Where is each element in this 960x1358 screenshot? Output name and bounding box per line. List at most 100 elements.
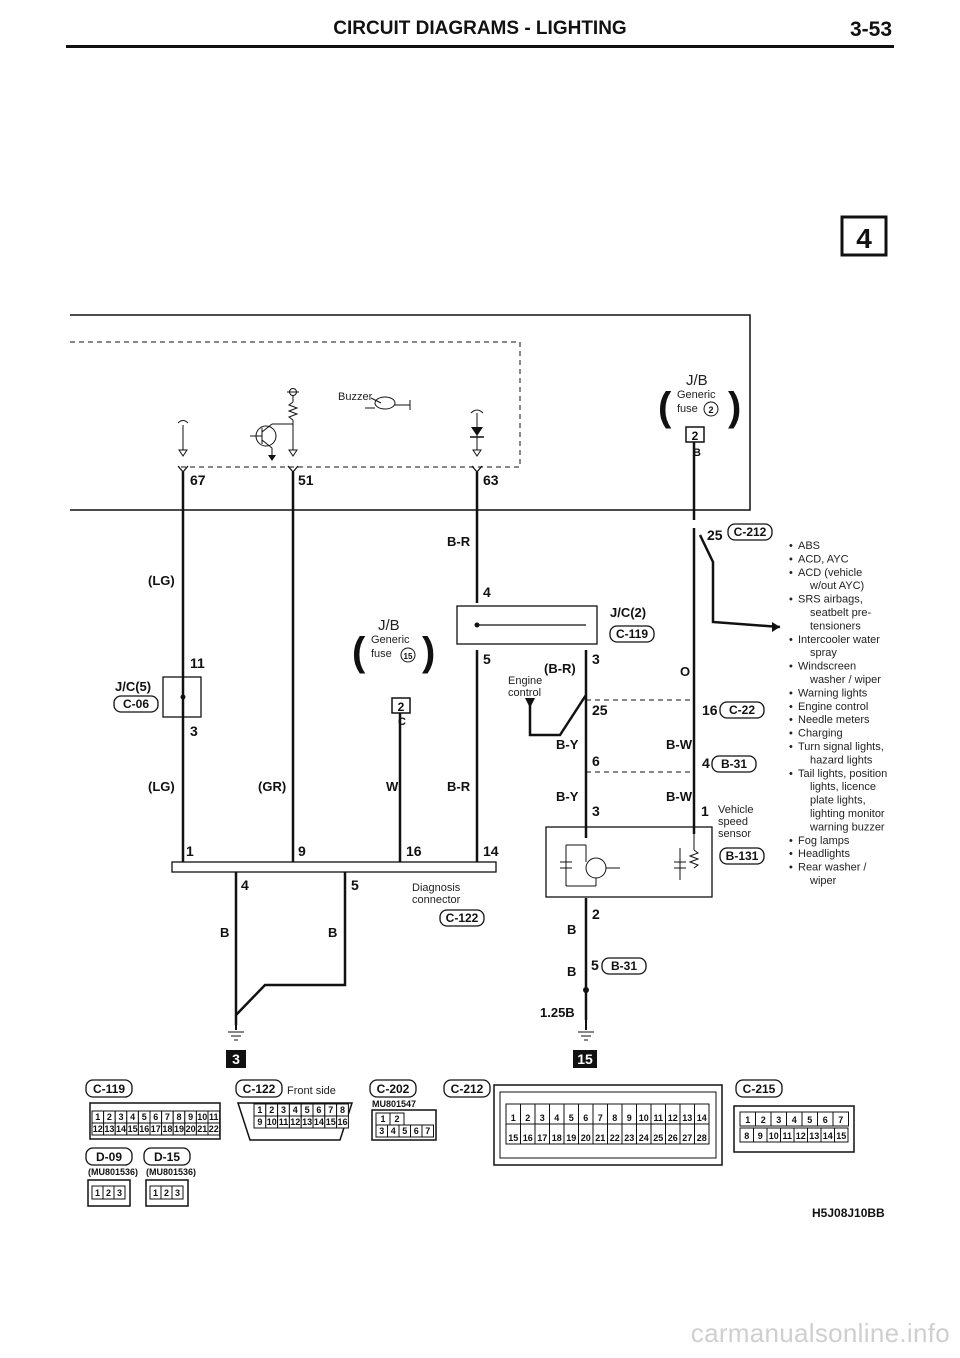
jc5-pin-top: 11 <box>190 655 205 671</box>
diagnosis-code-box <box>439 909 485 927</box>
section-badge: 4 <box>856 223 872 254</box>
connector-pin: 21 <box>595 1133 605 1143</box>
ground-icon-left <box>228 1031 244 1041</box>
c119-view-code: C-119 <box>93 1082 125 1096</box>
connector-pin: 9 <box>627 1113 632 1123</box>
buzzer-icon <box>365 396 411 410</box>
section-badge-box <box>840 215 888 257</box>
jb-mid-title: J/B <box>378 617 400 634</box>
meter-left-terminal <box>177 420 189 457</box>
connector-pin: 2 <box>394 1114 399 1124</box>
vss-box <box>545 826 713 898</box>
connector-pin: 13 <box>682 1113 692 1123</box>
connector-pin: 23 <box>624 1133 634 1143</box>
connector-pin: 7 <box>598 1113 603 1123</box>
connector-pin: 15 <box>836 1131 846 1141</box>
connector-pin: 22 <box>610 1133 620 1143</box>
jb-top-paren-left: ( <box>658 385 672 429</box>
c202-view-code-box <box>369 1079 417 1098</box>
wire-lg-top: (LG) <box>148 573 175 588</box>
legend-text: washer / wiper <box>809 674 881 686</box>
connector-pin: 10 <box>267 1117 277 1127</box>
jb-top-fuse-circle <box>703 401 719 417</box>
connector-pin: 27 <box>682 1133 692 1143</box>
legend-text: Windscreen <box>798 661 856 673</box>
connector-pin: 12 <box>796 1131 806 1141</box>
c22-code: C-22 <box>729 703 755 717</box>
connector-pin: 5 <box>807 1115 812 1125</box>
connector-pin: 8 <box>340 1105 345 1115</box>
connector-cell <box>694 1123 710 1145</box>
legend-text: Charging <box>798 728 843 740</box>
legend-text: w/out AYC) <box>809 580 864 592</box>
wire-by-2: B-Y <box>556 789 579 804</box>
engine-control-line2: control <box>508 687 541 699</box>
c212-code-box <box>727 523 773 541</box>
d15-view-code: D-15 <box>154 1150 180 1164</box>
jb-top-title: J/B <box>686 372 708 389</box>
diag-pin-5: 5 <box>351 877 359 893</box>
connector-pin: 26 <box>668 1133 678 1143</box>
connector-pin: 7 <box>425 1126 430 1136</box>
connector-pin: 14 <box>697 1113 707 1123</box>
b31a-pin: 4 <box>702 755 710 771</box>
wire-br-engine: (B-R) <box>544 661 576 676</box>
b31b-pin: 5 <box>591 957 599 973</box>
connector-pin: 6 <box>316 1105 321 1115</box>
connector-pin: 5 <box>569 1113 574 1123</box>
connector-cell <box>171 1185 184 1200</box>
vss-code-box <box>719 847 765 865</box>
d15-housing <box>145 1179 189 1207</box>
ground-badge-3-box <box>226 1050 246 1068</box>
legend-text: hazard lights <box>810 754 873 766</box>
connector-pin: 2 <box>761 1115 766 1125</box>
wire-w: W <box>386 779 399 794</box>
wire-b-125: 1.25B <box>540 1005 575 1020</box>
connector-pin: 3 <box>379 1126 384 1136</box>
c212-inner <box>499 1091 717 1159</box>
connector-pin: 3 <box>776 1115 781 1125</box>
diag-pin-4: 4 <box>241 877 249 893</box>
jb-mid-pin: C <box>398 716 406 728</box>
jc2-node <box>474 622 480 628</box>
connector-pin: 6 <box>823 1115 828 1125</box>
wire-b-2: B <box>328 925 337 940</box>
page-number: 3-53 <box>849 18 892 41</box>
b31a-code-box <box>711 755 757 773</box>
connector-pin: 1 <box>153 1188 158 1198</box>
pin-3: 3 <box>592 803 600 819</box>
pin-25: 25 <box>592 702 608 718</box>
legend-text: SRS airbags, <box>798 594 863 606</box>
buzzer-label: Buzzer <box>338 391 373 403</box>
engine-control-line1: Engine <box>508 675 542 687</box>
diag-pin-16: 16 <box>406 843 422 859</box>
b31b-code-box <box>601 957 647 975</box>
connector-pin: 2 <box>164 1188 169 1198</box>
legend-item: •Turn signal lights,hazard lights <box>789 741 884 766</box>
ground-node-15 <box>583 987 589 993</box>
meter-dashed-boundary <box>70 341 521 468</box>
connector-pin: 13 <box>809 1131 819 1141</box>
jb-top-fuse-num: 2 <box>708 405 713 415</box>
c212-pin: 25 <box>707 527 723 543</box>
legend-text: Rear washer / <box>798 862 867 874</box>
wire-gr: (GR) <box>258 779 286 794</box>
wire-by-1: B-Y <box>556 737 579 752</box>
jb-top-generic: Generic <box>677 389 716 401</box>
diag-pin-9: 9 <box>298 843 306 859</box>
connector-pin: 3 <box>281 1105 286 1115</box>
jb-mid-fuse-circle <box>400 647 416 663</box>
diagnosis-box <box>171 861 497 873</box>
legend-text: Turn signal lights, <box>798 741 884 753</box>
legend-text: wiper <box>809 875 837 887</box>
c212-code: C-212 <box>734 525 767 539</box>
legend-bullet: • <box>789 567 793 579</box>
jb-mid-terminal: 2 <box>398 700 405 714</box>
connector-pin: 5 <box>305 1105 310 1115</box>
connector-pin: 20 <box>581 1133 591 1143</box>
wire-b-1: B <box>220 925 229 940</box>
diag-pin-1: 1 <box>186 843 194 859</box>
vss-line1: Vehicle <box>718 804 753 816</box>
